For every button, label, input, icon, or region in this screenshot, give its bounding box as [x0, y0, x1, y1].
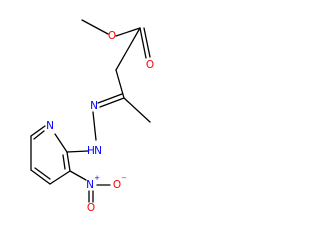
- charge-n-nitro: +: [94, 174, 100, 182]
- bond-carbonyl-double: [139, 27, 147, 59]
- bond-imine-double: [99, 97, 125, 108]
- bond-n-n: [92, 111, 97, 141]
- bond-ring-c2-n1: [54, 133, 68, 153]
- bond-methyl-oxygen: [81, 19, 109, 35]
- atom-o-methyl: O: [108, 30, 116, 42]
- bond-ring-c3-c2: [66, 151, 71, 172]
- atom-n-imine: N: [90, 100, 98, 112]
- bond-carbonyl-ch2: [115, 27, 141, 71]
- atom-n-hydrazine: N: [94, 145, 102, 157]
- atom-o-carbonyl: O: [146, 59, 154, 71]
- atom-labels: O O N N H N N + O − O: [46, 30, 154, 214]
- structure-diagram: O O N N H N N + O − O: [30, 19, 154, 214]
- atom-o-nitro-down: O: [87, 202, 95, 214]
- bond-ring-c4-c3: [49, 170, 71, 185]
- atom-o-nitro-right: O: [113, 179, 121, 191]
- bond-ring-c5-c4: [30, 169, 51, 185]
- bond-ring-n1-c6: [30, 125, 46, 137]
- atom-n-nitro: N: [86, 179, 94, 191]
- bond-ch2-imine-carbon: [115, 69, 125, 99]
- charge-o-nitro-right: −: [121, 174, 127, 182]
- bonds: [30, 19, 151, 203]
- bond-ring-nitro: [69, 170, 87, 181]
- atom-h-hydrazine: H: [87, 145, 95, 157]
- bond-imine-carbon-methyl: [123, 97, 151, 123]
- bond-nh-ring: [66, 150, 89, 153]
- bond-oxygen-carbonyl-carbon: [115, 27, 141, 37]
- atom-n-pyridine: N: [46, 120, 54, 132]
